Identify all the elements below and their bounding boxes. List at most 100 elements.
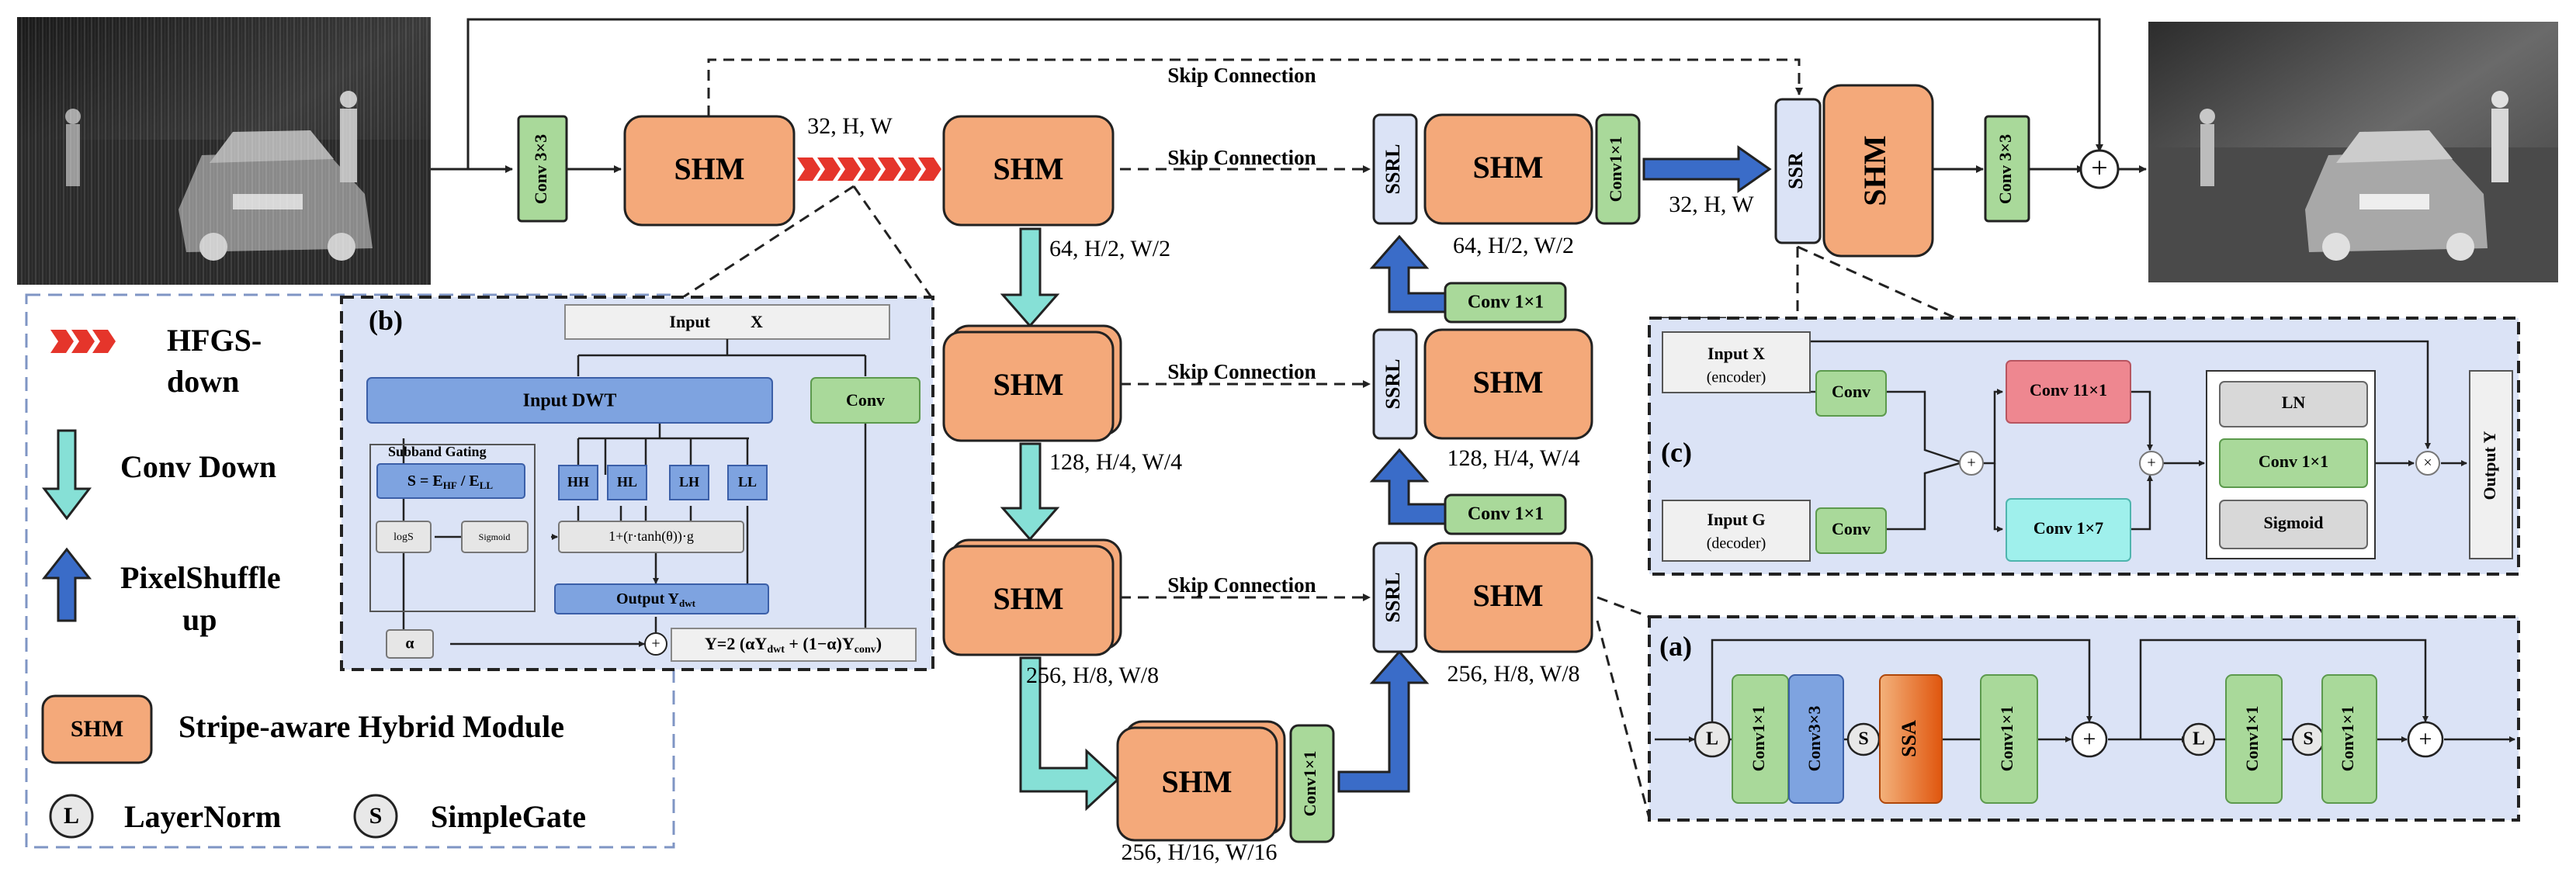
svg-text:HH: HH [567,474,589,490]
svg-text:+: + [1967,455,1975,472]
dim-64-label: 64, H/2, W/2 [1049,236,1170,261]
legend-conv-down-label: Conv Down [120,449,276,484]
svg-text:Conv 3×3: Conv 3×3 [1995,134,2015,204]
svg-text:S = EHF / ELL: S = EHF / ELL [407,472,493,491]
dim-dec-64-label: 64, H/2, W/2 [1453,233,1574,258]
shm-final: SHM [1822,84,1934,258]
svg-text:Conv1×1: Conv1×1 [2338,706,2357,772]
a-ssa: SSA [1879,674,1943,804]
c-conv11x1: Conv 11×1 [2006,360,2131,424]
svg-text:Conv: Conv [1832,519,1870,538]
legend-hfgs-icon [50,330,116,353]
svg-text:Conv 1×1: Conv 1×1 [1468,292,1544,313]
svg-text:+: + [2147,455,2155,472]
svg-text:logS: logS [394,531,414,543]
svg-text:Input: Input [669,312,710,331]
sum-node: + [2079,149,2120,189]
svg-text:Conv 1×1: Conv 1×1 [2259,452,2328,471]
c-conv-g: Conv [1815,507,1887,554]
panel-a-label: (a) [1659,631,1692,662]
ssrl-block-1: SSRL [1372,113,1418,225]
svg-text:SSR: SSR [1784,152,1807,189]
c-input-g: Input G (decoder) [1662,500,1811,562]
dim-dec-128-label: 128, H/4, W/4 [1447,445,1579,471]
svg-text:Input X: Input X [1708,344,1765,363]
legend-l-icon [49,794,94,839]
svg-text:+: + [2419,726,2432,752]
b-output-box: Output Ydwt [554,583,769,614]
svg-text:SHM: SHM [1857,135,1892,206]
svg-text:LN: LN [2282,393,2306,412]
a-plus-2: + [2407,721,2444,758]
a-conv1x1-2: Conv1×1 [1980,674,2038,804]
svg-text:Conv1×1: Conv1×1 [1749,706,1768,772]
svg-text:Conv3×3: Conv3×3 [1805,706,1824,772]
pixelshuffle-arrow-2 [1369,448,1447,525]
svg-text:S: S [2303,729,2313,749]
svg-text:+: + [2091,152,2107,185]
ssrl-block-2: SSRL [1372,328,1418,440]
legend-simplegate-label: SimpleGate [431,799,586,834]
c-conv1x7: Conv 1×7 [2006,498,2131,562]
svg-text:S: S [1858,729,1868,749]
dim-128-label: 128, H/4, W/4 [1049,449,1182,475]
panel-a: (a) L Conv1×1 Conv3×3 [1596,596,2520,822]
skip-label-2: Skip Connection [1167,360,1316,383]
legend-pixelshuffle-label: PixelShuffle [120,560,281,595]
svg-text:SHM: SHM [993,151,1063,186]
a-conv1x1-1: Conv1×1 [1732,674,1789,804]
c-conv-x: Conv [1815,370,1887,417]
svg-text:Sigmoid: Sigmoid [2263,513,2323,532]
skip-connectors [707,58,1803,601]
svg-text:Input G: Input G [1707,510,1765,529]
svg-text:Y=2 (αYdwt + (1−α)Yconv): Y=2 (αYdwt + (1−α)Yconv) [705,634,882,656]
skip-label-top: Skip Connection [1167,64,1316,87]
c-input-x: Input X (encoder) [1662,331,1811,393]
panel-b-label: (b) [369,305,403,336]
svg-text:SSA: SSA [1898,720,1920,757]
b-dwt-box: Input DWT [366,377,773,424]
main-connectors [431,18,2147,173]
shm-decoder-2: SHM [1423,328,1593,440]
svg-text:HL: HL [617,474,637,490]
a-s-node-2: S [2291,722,2325,756]
pixelshuffle-arrow-3 [1369,234,1447,313]
svg-text:×: × [2423,455,2432,472]
pixelshuffle-arrow-1 [1337,649,1430,793]
shm-encoder-1: SHM [623,115,796,227]
conv1x1-dec-2: Conv 1×1 [1444,282,1567,324]
svg-text:SHM: SHM [1161,764,1232,799]
dim-bottom-label: 256, H/16, W/16 [1121,839,1277,865]
svg-text:SHM: SHM [71,716,123,742]
svg-text:α: α [405,635,414,652]
c-plus-2: + [2139,451,2164,476]
dim-dec-32-label: 32, H, W [1669,192,1754,217]
legend-hfgs-label-2: down [167,364,239,399]
b-input-box: Input X [564,304,890,340]
svg-text:Conv1×1: Conv1×1 [1606,137,1625,202]
shm-decoder-3: SHM [1423,542,1593,653]
legend-shm-box [41,694,153,764]
svg-text:SHM: SHM [1472,578,1543,613]
svg-text:+: + [2083,726,2096,752]
svg-text:Conv1×1: Conv1×1 [1300,751,1319,817]
svg-text:Input DWT: Input DWT [523,391,617,411]
conv-down-arrow-1 [1000,227,1060,328]
shm-encoder-3: SHM [942,324,1122,442]
svg-text:Conv: Conv [1832,382,1870,401]
panel-c: (c) Input X (encoder) Input G (decoder) [1648,245,2520,576]
hfgs-down-arrows [797,157,941,181]
legend-hfgs-label: HFGS- [167,323,262,358]
svg-text:Subband Gating: Subband Gating [388,444,487,459]
dim-dec-256-label: 256, H/8, W/8 [1447,661,1579,687]
conv-down-arrow-3 [1019,656,1120,812]
svg-text:SHM: SHM [1472,150,1543,185]
svg-text:(decoder): (decoder) [1707,535,1766,552]
pixelshuffle-arrow-4 [1642,145,1772,193]
svg-text:X: X [751,312,763,331]
svg-text:+: + [651,635,660,652]
svg-text:L: L [2193,729,2205,749]
conv-in-block: Conv 3×3 [517,115,568,223]
conv1x1-dec-3: Conv 1×1 [1444,493,1567,535]
